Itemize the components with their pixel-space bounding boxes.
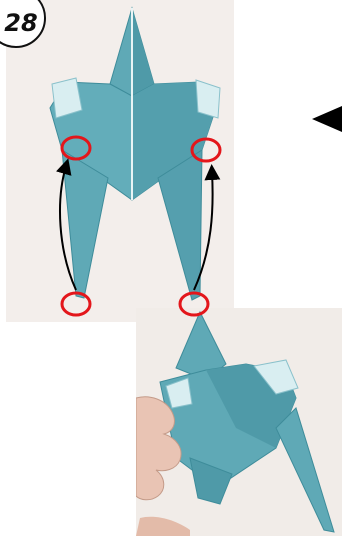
curved-arrow-right-icon bbox=[194, 172, 213, 290]
marker-circle-upper-left bbox=[62, 137, 90, 159]
marker-circle-lower-left bbox=[62, 293, 90, 315]
direction-triangle-icon bbox=[312, 106, 342, 132]
marker-circle-upper-right bbox=[192, 139, 220, 161]
step-number: 28 bbox=[4, 9, 37, 37]
curved-arrow-left-icon bbox=[60, 166, 76, 290]
marker-circle-lower-right bbox=[180, 293, 208, 315]
